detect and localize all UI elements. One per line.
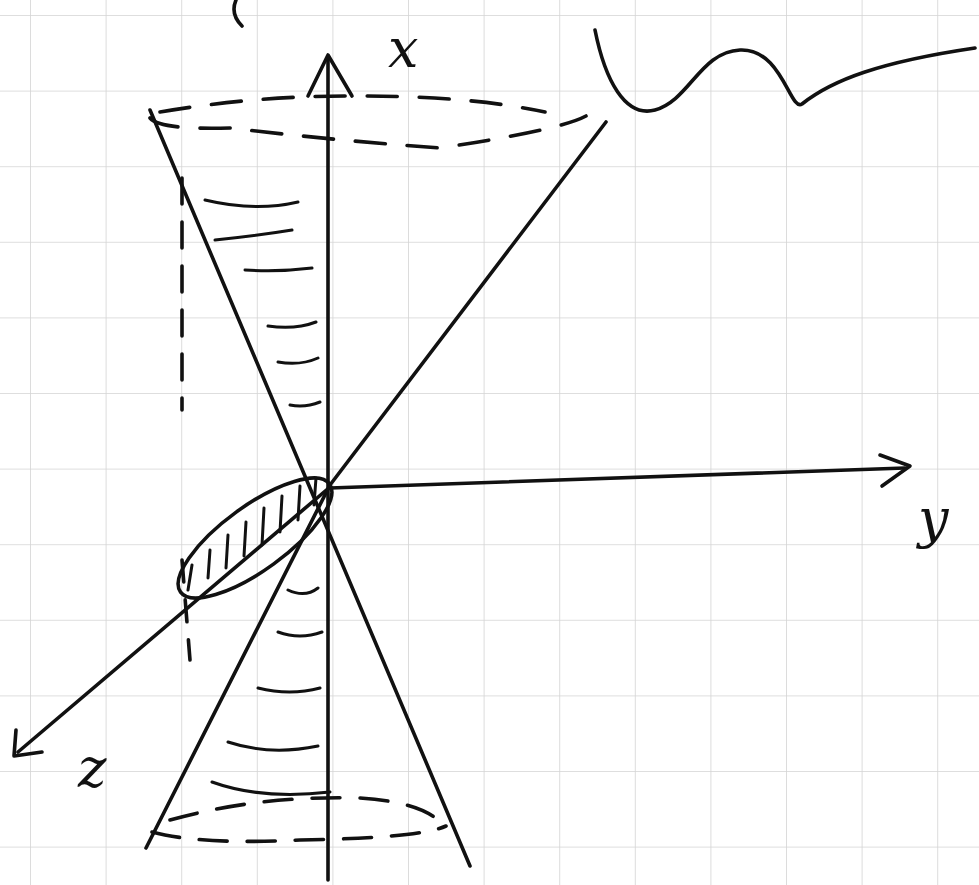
dashed-ellipse: [152, 798, 446, 842]
z-arrowhead: [14, 730, 42, 756]
hatched-ellipse: [162, 458, 348, 618]
axis-label: x: [388, 22, 418, 76]
x-axis: [326, 58, 330, 880]
cone-line: [146, 122, 606, 848]
hatching: [188, 478, 316, 590]
z-axis: [18, 487, 330, 752]
y-axis: [330, 468, 905, 488]
dashed-guide: [182, 560, 190, 660]
dashed-guide: [180, 178, 184, 410]
wavy-line: [595, 30, 975, 111]
axis-label: y: [918, 492, 949, 546]
shading-arc: [205, 200, 320, 406]
x-arrowhead: [308, 55, 352, 96]
cone-line: [150, 110, 470, 866]
dashed-ellipse: [150, 96, 586, 148]
pen-stroke: [234, 0, 242, 26]
shading-arc: [212, 588, 330, 794]
y-arrowhead: [880, 455, 910, 486]
axis-label: z: [78, 742, 106, 796]
